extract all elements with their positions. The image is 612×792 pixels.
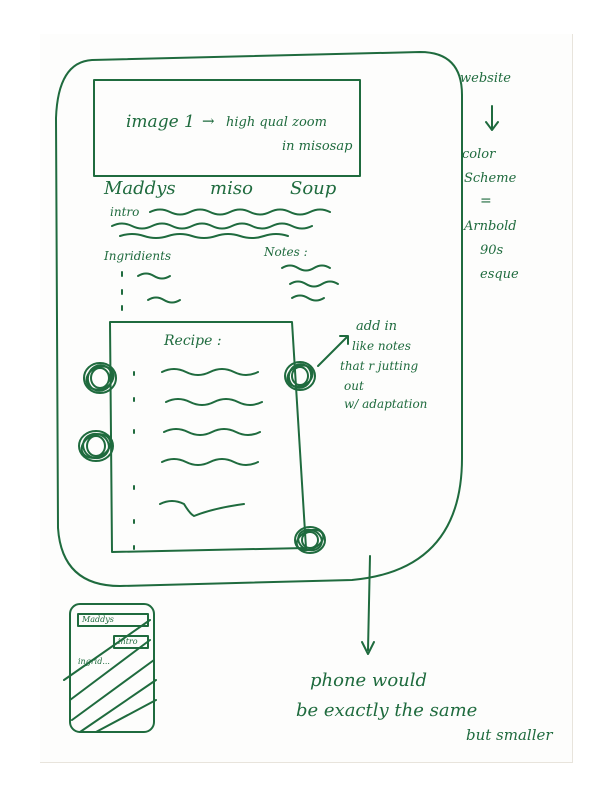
phone-mock-ingredients: ingrid...	[78, 657, 110, 666]
title-word-soup: Soup	[290, 178, 337, 199]
side-note-arnbold: Arnbold	[464, 219, 517, 234]
recipe-box	[109, 321, 307, 553]
notebook-page	[40, 34, 573, 763]
image-placeholder-box	[93, 79, 361, 177]
annotation-line: out	[344, 379, 364, 393]
note-marker	[294, 526, 326, 554]
side-note-esque: esque	[480, 267, 519, 282]
phone-note-line1: phone would	[310, 670, 428, 691]
intro-squiggle	[111, 222, 313, 230]
intro-label: intro	[110, 205, 140, 219]
phone-mock-intro: intro	[118, 637, 138, 646]
annotation-line: add in	[356, 319, 398, 334]
notes-label: Notes :	[264, 245, 308, 259]
side-arrow-down-icon	[485, 105, 499, 131]
phone-mock-frame	[69, 603, 155, 733]
phone-mock-title: Maddys	[82, 615, 114, 624]
side-note-website: website	[460, 71, 511, 86]
phone-mock-hatch	[63, 619, 157, 733]
notes-squiggle	[291, 294, 325, 302]
recipe-squiggle	[165, 398, 263, 406]
annotation-line: w/ adaptation	[344, 397, 428, 411]
image-description-cont: in misosap	[282, 139, 353, 154]
phone-note-line2: be exactly the same	[296, 700, 478, 721]
note-marker	[78, 430, 114, 462]
image-description: high qual zoom	[226, 115, 327, 130]
side-note-scheme: Scheme	[464, 171, 517, 186]
ingredient-squiggle	[147, 296, 181, 304]
recipe-label: Recipe :	[164, 333, 222, 349]
arrow-icon: →	[202, 112, 215, 130]
phone-arrow-icon	[361, 555, 375, 655]
notes-squiggle	[281, 264, 331, 272]
recipe-squiggle	[161, 458, 259, 466]
note-marker	[284, 361, 316, 391]
annotation-arrow	[317, 335, 349, 367]
side-note-color: color	[462, 147, 496, 162]
note-marker	[83, 362, 117, 394]
annotation-line: like notes	[352, 339, 411, 353]
image-label: image 1	[126, 112, 195, 132]
website-frame	[55, 51, 463, 587]
recipe-squiggle	[163, 428, 261, 436]
phone-note-line3: but smaller	[466, 726, 553, 744]
title-word-maddys: Maddys	[104, 178, 176, 199]
notes-squiggle	[289, 280, 339, 288]
ingredients-label: Ingridients	[104, 249, 172, 263]
phone-mock-header	[77, 613, 149, 627]
recipe-squiggle	[159, 500, 245, 517]
side-note-90s: 90s	[480, 243, 504, 258]
intro-squiggle	[119, 233, 289, 239]
side-note-equals: =	[480, 193, 492, 209]
intro-squiggle	[149, 208, 331, 216]
annotation-line: that r jutting	[340, 359, 419, 373]
title-word-miso: miso	[210, 178, 253, 199]
recipe-squiggle	[161, 368, 259, 376]
ingredient-squiggle	[137, 272, 171, 280]
